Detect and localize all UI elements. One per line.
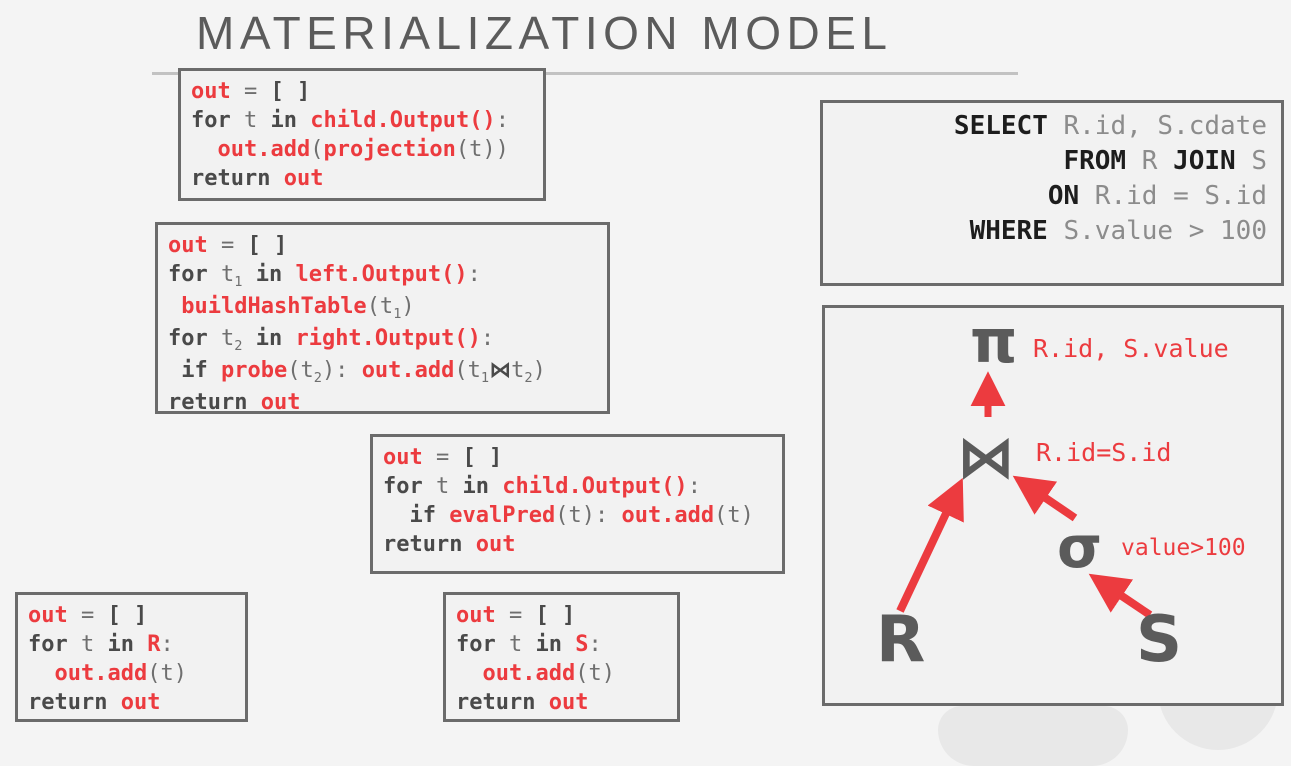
filter-operator-code: out = [ ]for t in child.Output(): if eva… [383,445,754,557]
filter-operator-box: out = [ ]for t in child.Output(): if eva… [370,434,785,574]
watermark-shape-left [938,706,1128,766]
plan-leaf-table-r: R [876,603,926,677]
plan-node-select-label: value>100 [1121,535,1246,561]
plan-node-projection-label: R.id, S.value [1033,334,1229,363]
page-title: MATERIALIZATION MODEL [196,7,893,59]
projection-operator-code: out = [ ]for t in child.Output(): out.ad… [191,79,509,191]
scan-s-operator-box: out = [ ]for t in S: out.add(t)return ou… [443,592,680,722]
scan-r-operator-box: out = [ ]for t in R: out.add(t)return ou… [15,592,248,722]
join-operator-box: out = [ ]for t1 in left.Output(): buildH… [155,222,610,415]
plan-node-select-symbol: σ [1057,513,1103,581]
plan-node-join-symbol: ⋈ [957,423,1015,491]
scan-s-operator-code: out = [ ]for t in S: out.add(t)return ou… [456,603,615,715]
plan-node-join-label: R.id=S.id [1036,438,1172,467]
plan-node-projection-symbol: π [970,307,1018,377]
title-divider-rule [152,72,1018,75]
scan-r-operator-code: out = [ ]for t in R: out.add(t)return ou… [28,603,187,715]
plan-leaf-table-s: S [1136,603,1183,677]
projection-operator-box: out = [ ]for t in child.Output(): out.ad… [178,68,546,201]
join-operator-code: out = [ ]for t1 in left.Output(): buildH… [168,233,546,415]
